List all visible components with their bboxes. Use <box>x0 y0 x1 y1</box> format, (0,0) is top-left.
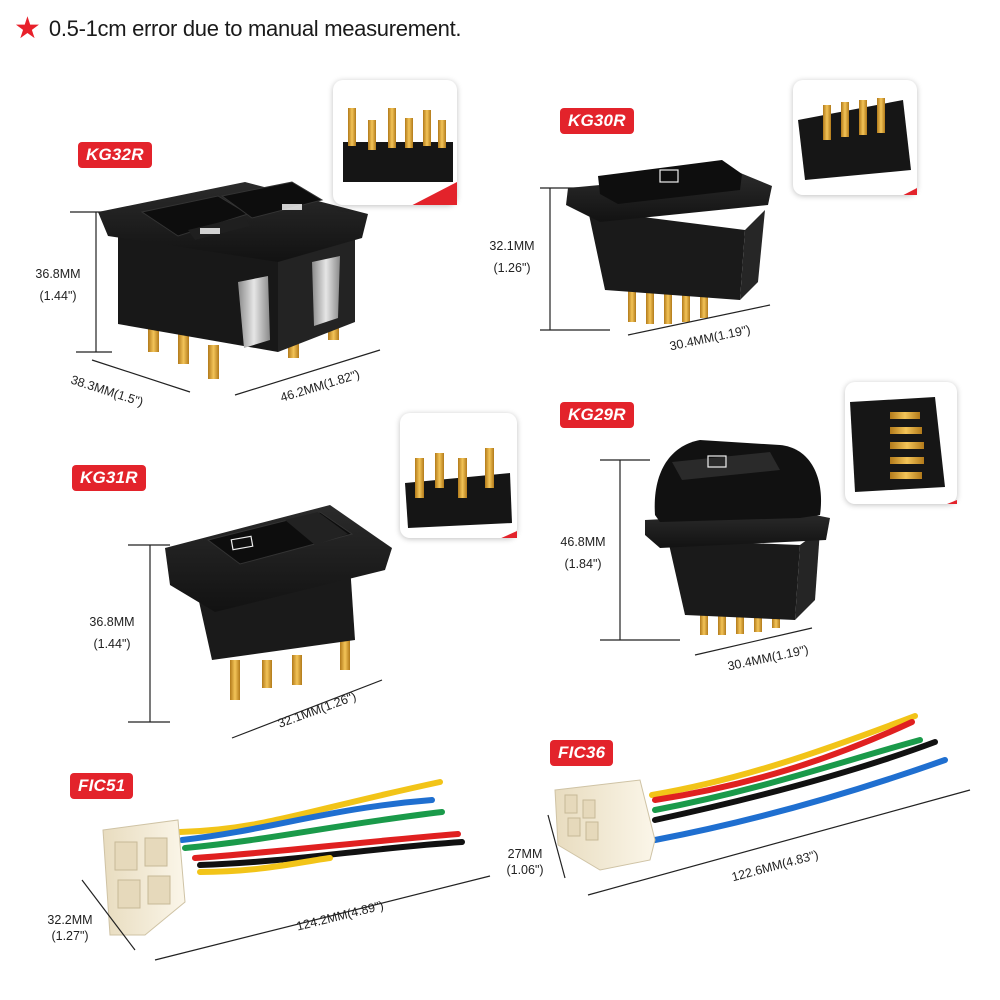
kg29r-model-tag: KG29R <box>560 402 634 428</box>
fic51-height-in: (1.27") <box>51 929 89 943</box>
kg30r-switch-image <box>566 160 772 324</box>
kg29r-height-label: 46.8MM (1.84") <box>553 534 613 572</box>
kg32r-dimension-lines <box>70 211 381 396</box>
kg29r-height-in: (1.84") <box>564 557 602 571</box>
kg32r-terminal-inset <box>333 80 457 205</box>
fic36-height-label: 27MM (1.06") <box>500 846 550 878</box>
kg30r-dimension-lines <box>540 187 771 336</box>
kg32r-height-label: 36.8MM (1.44") <box>28 266 88 304</box>
fic51-model-tag: FIC51 <box>70 773 134 799</box>
kg32r-switch-image <box>98 181 368 379</box>
fic51-height-mm: 32.2MM <box>47 913 93 927</box>
kg31r-terminal-inset <box>400 413 517 538</box>
fic51-dimension-lines <box>81 875 491 961</box>
kg32r-height-in: (1.44") <box>39 289 77 303</box>
fic36-model-tag: FIC36 <box>550 740 614 766</box>
kg30r-terminal-inset <box>793 80 917 195</box>
note-text: 0.5-1cm error due to manual measurement. <box>48 16 462 41</box>
kg31r-switch-image <box>165 505 392 700</box>
fic36-height-in: (1.06") <box>506 863 544 877</box>
kg29r-dimension-lines <box>600 459 813 656</box>
measurement-note: ★ 0.5-1cm error due to manual measuremen… <box>14 12 462 45</box>
kg29r-terminal-inset <box>845 382 957 504</box>
kg30r-height-in: (1.26") <box>493 261 531 275</box>
kg29r-switch-image <box>645 440 830 635</box>
kg32r-model-tag: KG32R <box>78 142 152 168</box>
kg30r-model-tag: KG30R <box>560 108 634 134</box>
fic36-dimension-lines <box>547 789 971 896</box>
kg31r-model-tag: KG31R <box>72 465 146 491</box>
star-icon: ★ <box>14 12 41 45</box>
fic51-harness-image <box>102 779 465 936</box>
kg30r-height-mm: 32.1MM <box>489 239 535 253</box>
kg29r-height-mm: 46.8MM <box>560 535 606 549</box>
kg32r-height-mm: 36.8MM <box>35 267 81 281</box>
fic36-harness-image <box>554 713 948 871</box>
kg31r-height-in: (1.44") <box>93 637 131 651</box>
fic51-height-label: 32.2MM (1.27") <box>40 912 100 944</box>
kg31r-dimension-lines <box>128 544 383 739</box>
fic36-height-mm: 27MM <box>507 847 543 861</box>
kg31r-height-label: 36.8MM (1.44") <box>82 614 142 652</box>
kg31r-height-mm: 36.8MM <box>89 615 135 629</box>
kg30r-height-label: 32.1MM (1.26") <box>482 238 542 276</box>
